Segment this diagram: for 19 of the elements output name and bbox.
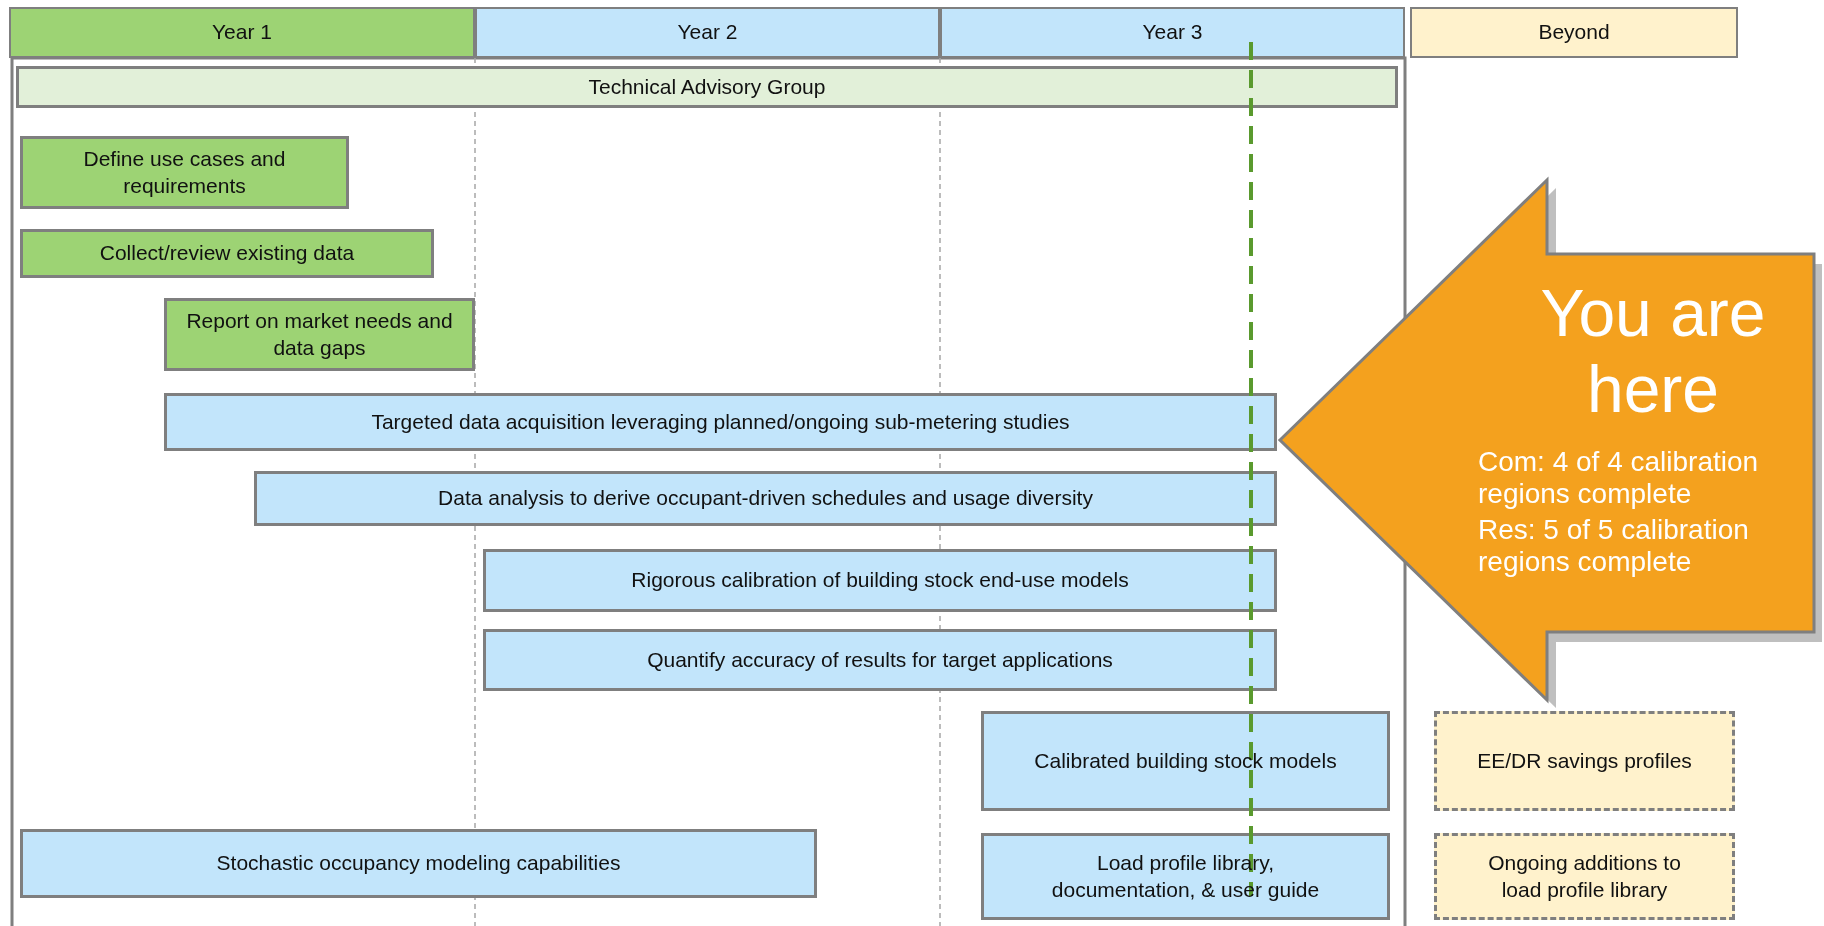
- task-bar: Technical Advisory Group: [16, 66, 1398, 108]
- task-bar: Data analysis to derive occupant-driven schedules and usage diversity: [254, 471, 1277, 526]
- task-bar: Targeted data acquisition leveraging planned/ongoing sub-metering studies: [164, 393, 1277, 451]
- header-cell: Year 3: [940, 7, 1405, 58]
- future-box: EE/DR savings profiles: [1434, 711, 1735, 811]
- status-text: Com: 4 of 4 calibration regions complete: [1478, 446, 1760, 511]
- task-bar: Report on market needs and data gaps: [164, 298, 475, 371]
- future-box: Ongoing additions to load profile library: [1434, 833, 1735, 920]
- task-bar: Quantify accuracy of results for target applications: [483, 629, 1277, 691]
- header-cell: Beyond: [1410, 7, 1738, 58]
- task-bar: Define use cases and requirements: [20, 136, 349, 209]
- callout-heading: You are here: [1539, 276, 1767, 428]
- header-cell: Year 2: [475, 7, 940, 58]
- status-text: Res: 5 of 5 calibration regions complete: [1478, 514, 1750, 579]
- task-bar: Stochastic occupancy modeling capabilities: [20, 829, 817, 898]
- header-cell: Year 1: [9, 7, 475, 58]
- deliverable-box: Calibrated building stock models: [981, 711, 1390, 811]
- task-bar: Rigorous calibration of building stock end-use models: [483, 549, 1277, 612]
- task-bar: Collect/review existing data: [20, 229, 434, 278]
